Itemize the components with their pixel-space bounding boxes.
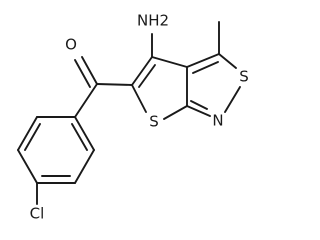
bond-c6a-s1 (163, 105, 188, 120)
bond-ph-6-1 (74, 116, 95, 151)
bond-ph-2-3 (17, 116, 38, 151)
atom-chlorine: Cl (30, 205, 45, 223)
atom-amino: NH2 (137, 12, 169, 30)
bond-c3-s2 (218, 53, 237, 69)
bond-co-b (74, 59, 91, 88)
chemical-structure: O NH2 S S N Cl (17, 12, 249, 223)
bond-c3a-c3 (186, 53, 220, 68)
bond-ph-5-6 (74, 149, 95, 184)
bond-co-a (81, 56, 98, 85)
atom-sulfur-thiophene: S (149, 113, 159, 131)
bond-carbonyl-phenyl (74, 83, 98, 118)
bond-c5-c4 (131, 56, 153, 86)
bond-n-c6a-inner (190, 100, 208, 110)
bond-ph-3-4 (17, 149, 38, 184)
bond-carbonyl-c5 (96, 83, 133, 86)
bond-s2-n (224, 86, 241, 113)
atom-nitrogen: N (212, 112, 223, 130)
bond-c5-c4-inner (138, 64, 156, 88)
atom-sulfur-isothiazole: S (239, 68, 249, 86)
atom-labels: O NH2 S S N Cl (30, 12, 249, 223)
bonds (17, 21, 241, 205)
bond-ph-inner-c (71, 123, 88, 151)
bond-ph-inner-a (24, 123, 41, 151)
bond-s1-c5 (131, 84, 147, 113)
atom-oxygen: O (65, 36, 77, 54)
bond-c3a-c3-inner (192, 61, 219, 74)
bond-c4-c3a (151, 56, 188, 68)
bond-n-c6a (186, 105, 211, 117)
